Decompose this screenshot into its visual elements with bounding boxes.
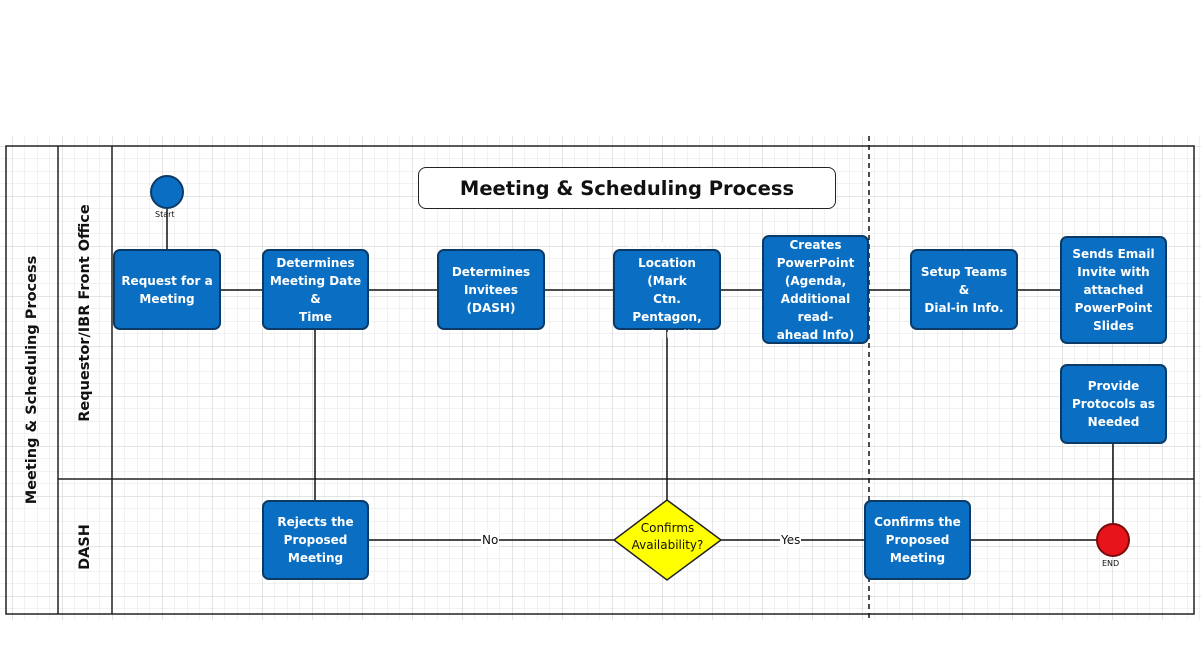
lane-dash: DASH [58, 479, 112, 614]
step-determine-location[interactable]: Determines Location (Mark Ctn. Pentagon,… [613, 238, 721, 342]
step-create-powerpoint[interactable]: Creates PowerPoint (Agenda, Additional r… [762, 235, 869, 344]
step-determine-invitees[interactable]: Determines Invitees (DASH) [437, 249, 545, 330]
step-confirm-meeting[interactable]: Confirms the Proposed Meeting [864, 500, 971, 580]
swimlane-frame [5, 145, 1195, 615]
pool-label: Meeting & Scheduling Process [6, 146, 58, 614]
edge-label-yes: Yes [780, 533, 802, 547]
diagram-title-box: Meeting & Scheduling Process [418, 167, 836, 209]
start-label: Start [155, 210, 175, 219]
end-label: END [1102, 559, 1120, 568]
edge-label-no: No [481, 533, 500, 547]
lane-requestor-label: Requestor/IBR Front Office [77, 203, 93, 422]
decision-label: Confirms Availability? [631, 521, 704, 552]
connectors [166, 209, 1114, 541]
end-event [1096, 523, 1130, 557]
step-reject-meeting[interactable]: Rejects the Proposed Meeting [262, 500, 369, 580]
step-setup-teams[interactable]: Setup Teams & Dial-in Info. [910, 249, 1018, 330]
pool-label-text: Meeting & Scheduling Process [24, 255, 40, 505]
lane-dash-label: DASH [77, 523, 93, 570]
decision-diamond [612, 499, 723, 581]
lane-requestor: Requestor/IBR Front Office [58, 146, 112, 479]
step-determine-date-time[interactable]: Determines Meeting Date & Time [262, 249, 369, 330]
diagram-title: Meeting & Scheduling Process [459, 176, 795, 200]
start-event [150, 175, 184, 209]
step-provide-protocols[interactable]: Provide Protocols as Needed [1060, 364, 1167, 444]
step-send-email-invite[interactable]: Sends Email Invite with attached PowerPo… [1060, 236, 1167, 344]
step-request-meeting[interactable]: Request for a Meeting [113, 249, 221, 330]
